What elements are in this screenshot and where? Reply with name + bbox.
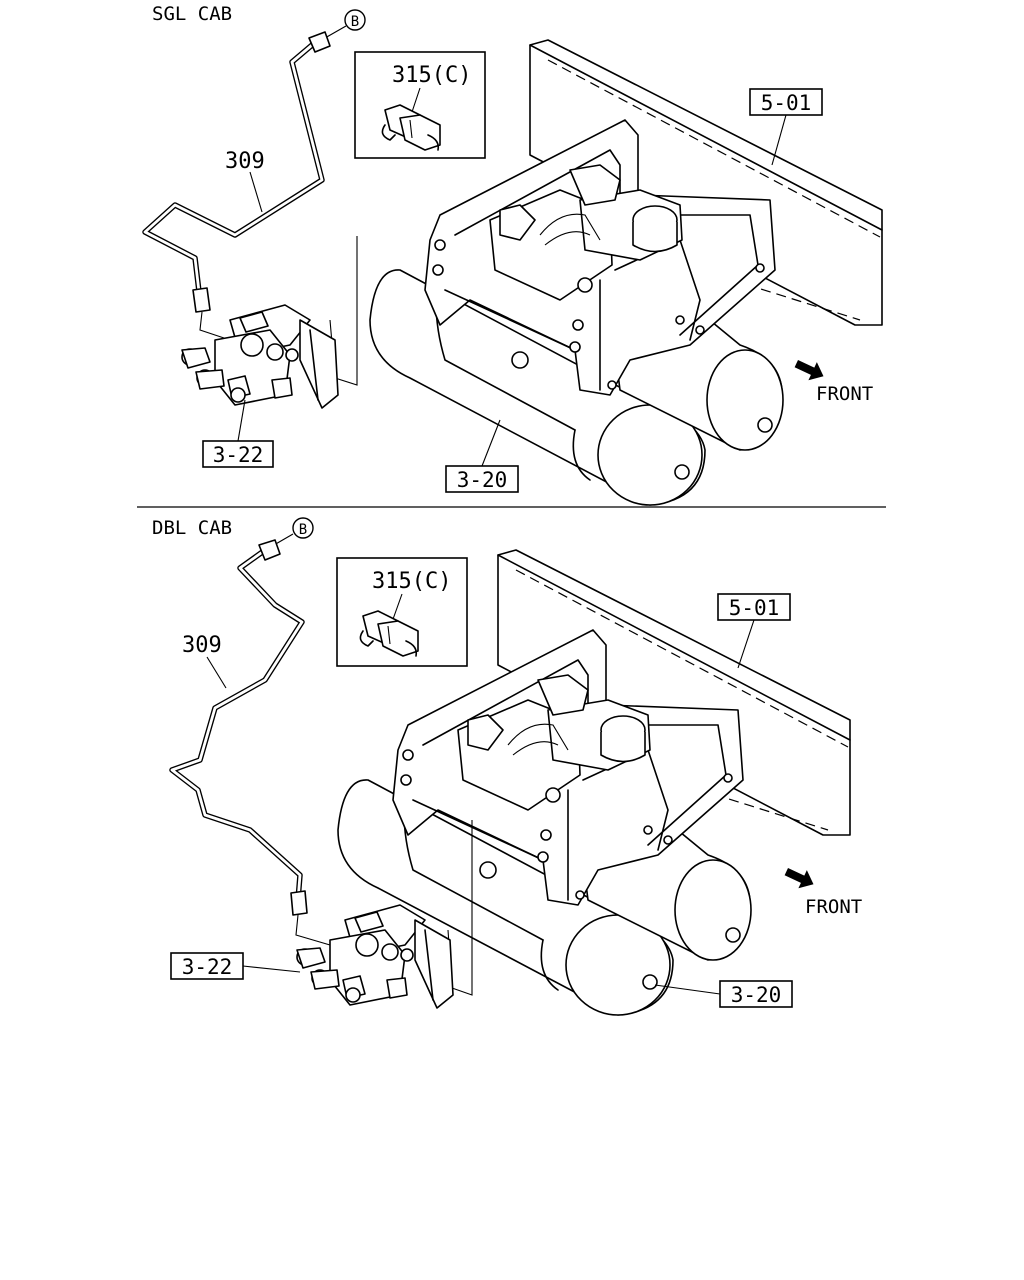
section-dbl-cab: DBL CAB B 309 315(C) 5-01 3-22	[152, 517, 862, 1016]
valve-block-3-22	[296, 904, 454, 1009]
clip-label: 315(C)	[392, 63, 471, 88]
pipe-309	[142, 31, 331, 341]
reference-circle: B	[273, 517, 314, 546]
reference-letter: B	[299, 522, 307, 538]
tank-label: 3-20	[457, 468, 508, 492]
frame-label-box	[717, 593, 791, 621]
front-arrow-icon	[782, 862, 818, 894]
front-label: FRONT	[816, 383, 873, 405]
reference-letter: B	[351, 14, 359, 30]
reference-circle: B	[324, 9, 366, 39]
frame-label: 5-01	[729, 596, 780, 620]
tank-label: 3-20	[731, 983, 782, 1007]
valve-block-3-22	[181, 304, 339, 409]
pipe-label: 309	[225, 149, 265, 174]
frame-label: 5-01	[761, 91, 812, 115]
valve-label: 3-22	[182, 955, 233, 979]
front-label: FRONT	[805, 896, 862, 918]
pipe-label: 309	[182, 633, 222, 658]
section-title: SGL CAB	[152, 3, 232, 25]
pipe-309	[169, 539, 331, 946]
clip-label: 315(C)	[372, 569, 451, 594]
valve-label-box	[170, 952, 244, 980]
section-title: DBL CAB	[152, 517, 232, 539]
clip-callout: 315(C)	[336, 557, 468, 667]
section-sgl-cab: SGL CAB B 309 315(C) 5-01	[142, 3, 883, 506]
front-arrow-icon	[792, 354, 828, 386]
clip-callout: 315(C)	[354, 51, 486, 159]
valve-label: 3-22	[213, 443, 264, 467]
